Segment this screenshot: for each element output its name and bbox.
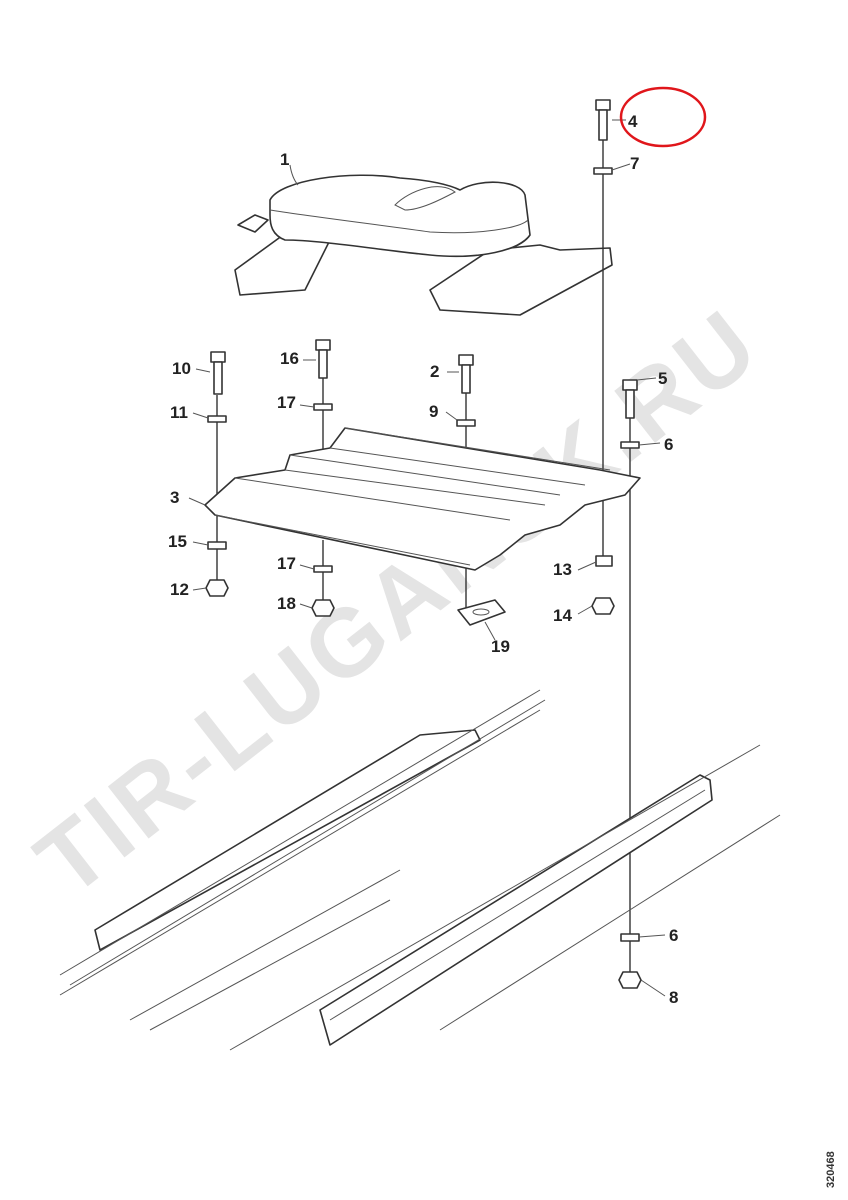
callout-7: 7 [630, 154, 639, 173]
callout-9: 9 [429, 402, 438, 421]
callout-14: 14 [553, 606, 572, 625]
callout-8: 8 [669, 988, 678, 1007]
callout-1: 1 [280, 150, 289, 169]
callout-12: 12 [170, 580, 189, 599]
callout-10: 10 [172, 359, 191, 378]
highlight-circle [619, 86, 707, 148]
callout-18: 18 [277, 594, 296, 613]
callout-17-top: 17 [277, 393, 296, 412]
callout-4: 4 [628, 112, 638, 131]
callout-13: 13 [553, 560, 572, 579]
callout-15: 15 [168, 532, 187, 551]
frame-rails [59, 689, 781, 1051]
drawing-number: 320468 [825, 1151, 837, 1188]
fifth-wheel-part-1 [234, 174, 613, 316]
callout-2: 2 [430, 362, 439, 381]
callout-6-top: 6 [664, 435, 673, 454]
leader-lines [188, 119, 666, 997]
callout-16: 16 [280, 349, 299, 368]
callout-17-bottom: 17 [277, 554, 296, 573]
callout-6-bottom: 6 [669, 926, 678, 945]
callout-5: 5 [658, 369, 667, 388]
callout-3: 3 [170, 488, 179, 507]
fasteners [205, 99, 642, 989]
mounting-plate-part-3 [204, 427, 641, 571]
callout-19: 19 [491, 637, 510, 656]
callout-11: 11 [170, 403, 188, 422]
